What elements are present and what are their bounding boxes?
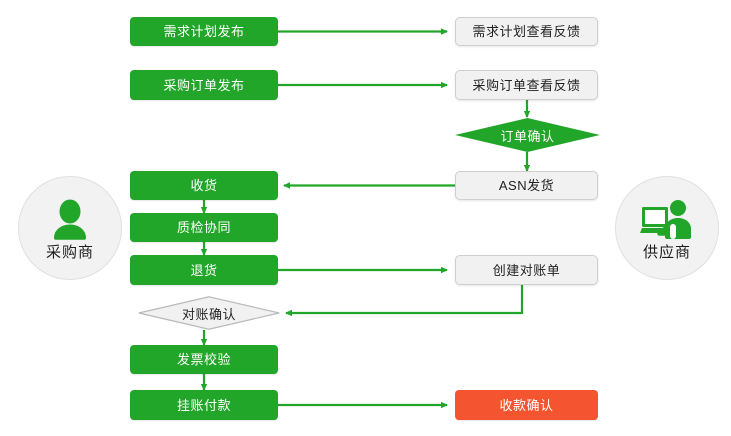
node-goods-receipt[interactable]: 收货	[130, 171, 278, 200]
diamond-shape	[455, 118, 600, 152]
node-label: 创建对账单	[492, 262, 561, 278]
node-label: 收款确认	[499, 397, 554, 413]
node-label: 退货	[190, 262, 218, 278]
diamond-shape	[138, 296, 280, 330]
node-receipt-confirm[interactable]: 收款确认	[455, 390, 598, 420]
node-purchase-order-publish[interactable]: 采购订单发布	[130, 70, 278, 100]
node-statement-confirm[interactable]: 对账确认	[138, 296, 280, 330]
node-label: 采购订单查看反馈	[472, 77, 581, 93]
node-demand-plan-publish[interactable]: 需求计划发布	[130, 17, 278, 46]
actor-label: 采购商	[45, 243, 94, 261]
actor-buyer[interactable]: 采购商	[18, 176, 122, 280]
node-demand-plan-feedback[interactable]: 需求计划查看反馈	[455, 17, 598, 46]
person-icon	[42, 197, 98, 243]
node-order-confirm[interactable]: 订单确认	[455, 118, 600, 152]
node-create-statement[interactable]: 创建对账单	[455, 255, 598, 285]
node-label: 需求计划查看反馈	[472, 24, 581, 39]
actor-label: 供应商	[642, 243, 691, 261]
node-label: 需求计划发布	[163, 24, 245, 39]
node-return-goods[interactable]: 退货	[130, 255, 278, 285]
node-asn-shipment[interactable]: ASN发货	[455, 171, 598, 200]
actor-supplier[interactable]: 供应商	[615, 176, 719, 280]
node-label: 收货	[190, 178, 218, 193]
person-computer-icon	[639, 197, 695, 243]
node-payable-payment[interactable]: 挂账付款	[130, 390, 278, 420]
node-label: 订单确认	[500, 128, 555, 144]
node-label: 对账确认	[181, 306, 236, 322]
node-label: 挂账付款	[176, 397, 231, 413]
node-label: 采购订单发布	[163, 77, 245, 93]
node-label: ASN发货	[498, 178, 555, 193]
node-quality-collab[interactable]: 质检协同	[130, 213, 278, 242]
edge-create-statement-to-statement-confirm	[285, 285, 524, 317]
node-label: 发票校验	[176, 352, 231, 367]
node-invoice-verify[interactable]: 发票校验	[130, 345, 278, 374]
node-label: 质检协同	[176, 220, 231, 235]
node-purchase-order-feedback[interactable]: 采购订单查看反馈	[455, 70, 598, 100]
